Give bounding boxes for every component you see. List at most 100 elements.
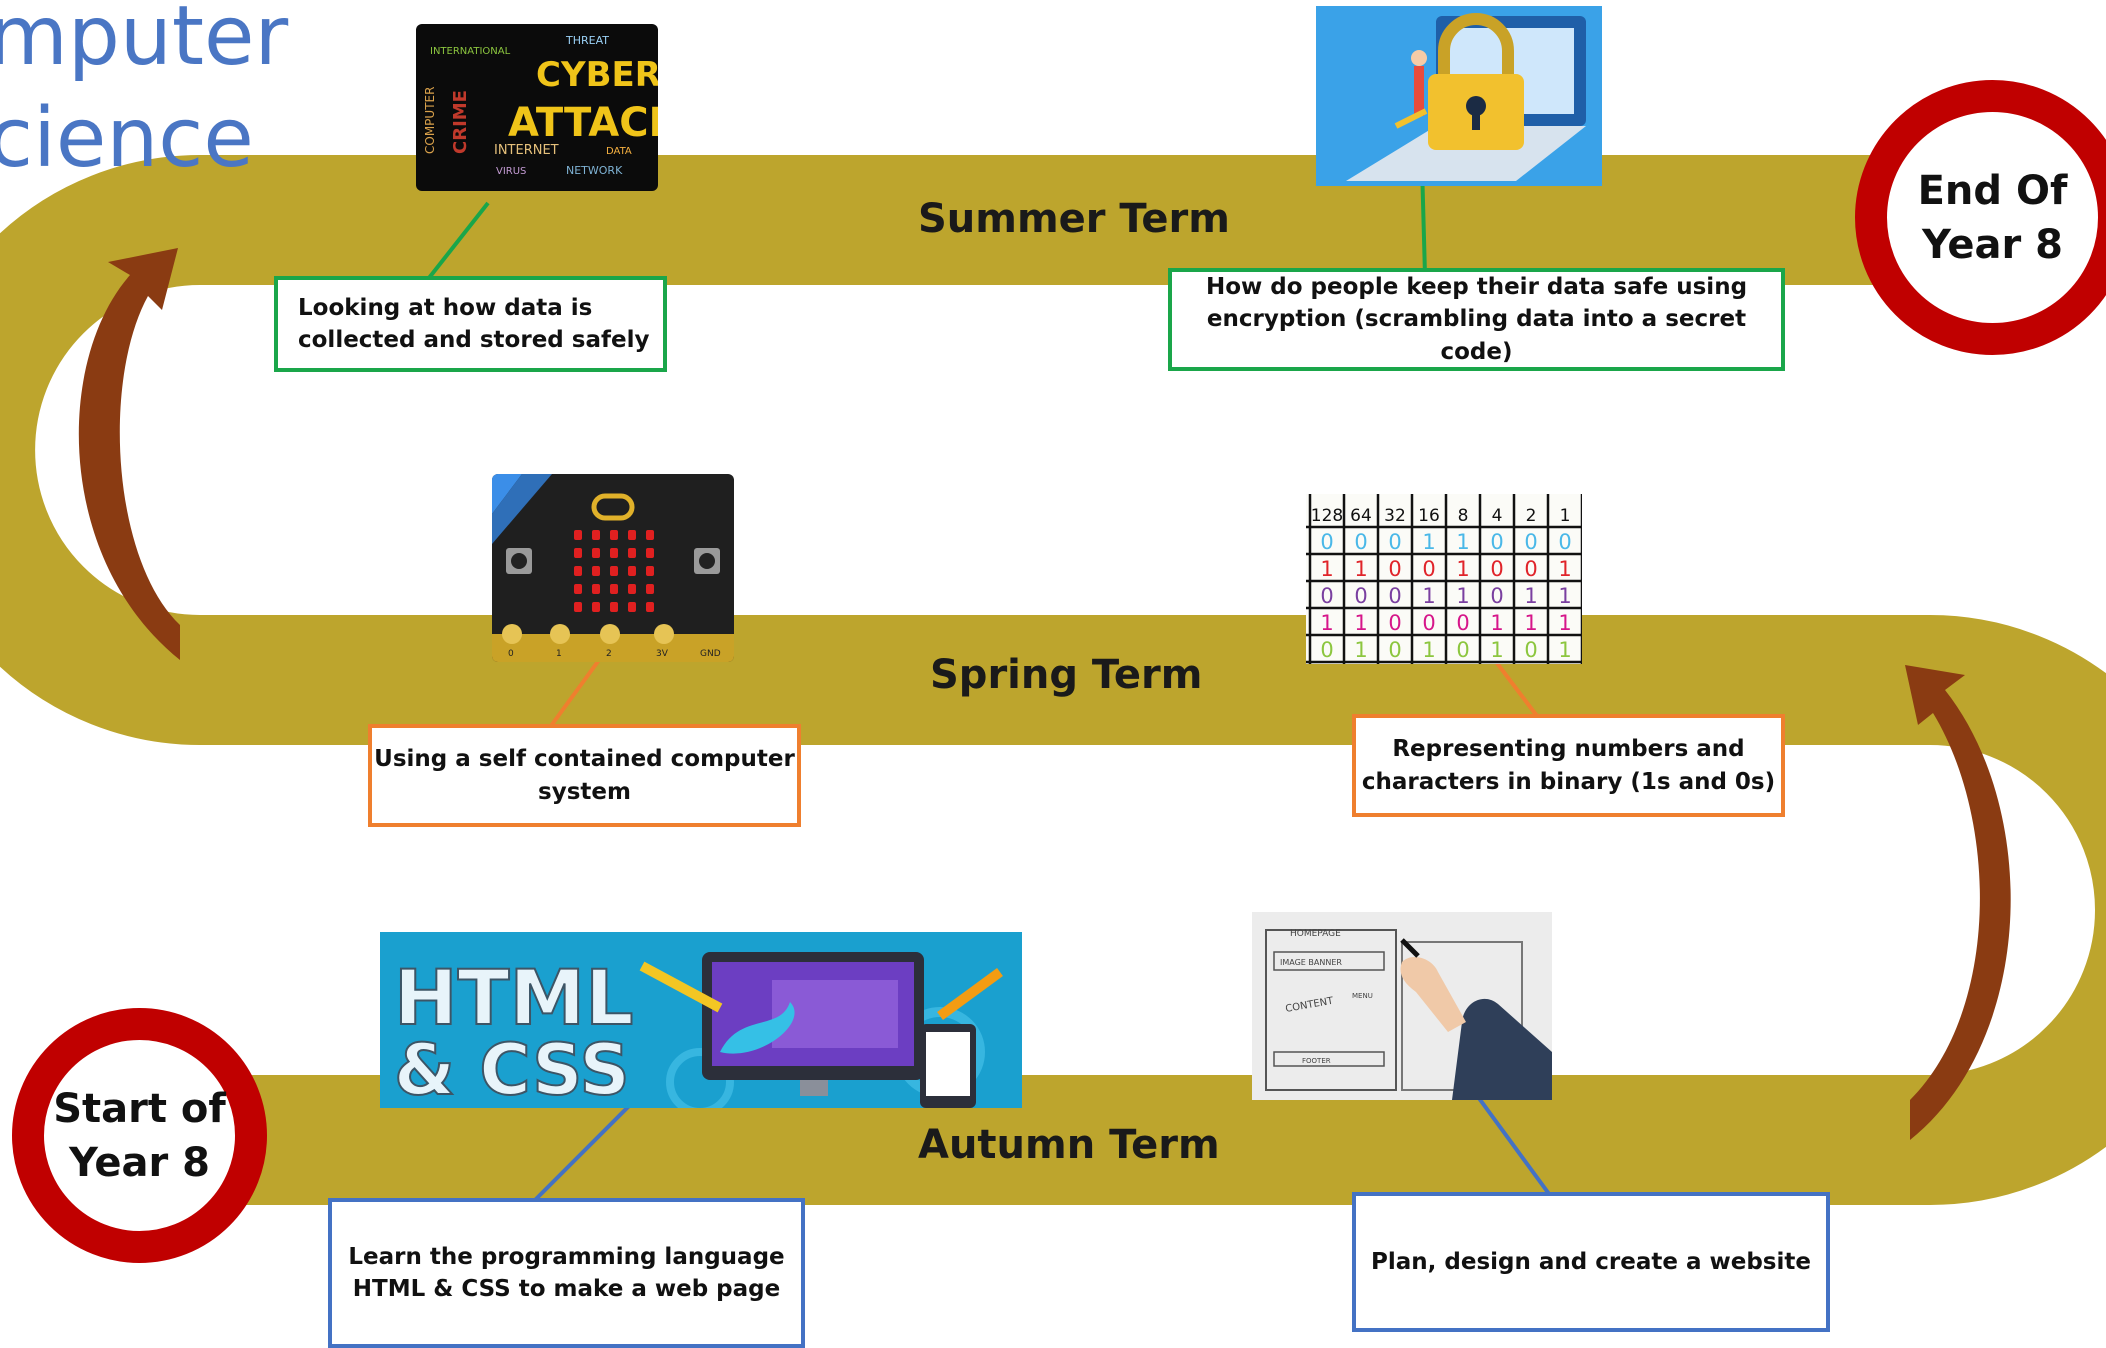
wireframe-page-1 [1265,929,1397,1091]
topic-autumn-1-line-1: Learn the programming language [348,1243,785,1270]
led-3-0 [574,584,582,594]
wireframe-label-2: CONTENT [1285,996,1335,1015]
wireframe-banner [1273,951,1385,971]
binary-digit: 0 [1524,530,1537,554]
encryption-laptop-image [1316,6,1602,186]
cloud-word-5: VIRUS [496,166,526,177]
term-label-summer: Summer Term [918,196,1230,242]
hand-icon [1400,957,1466,1032]
led-1-4 [646,548,654,558]
wireframe-sketch: HOMEPAGE IMAGE BANNER CONTENT MENU FOOTE… [1265,929,1552,1100]
led-3-1 [592,584,600,594]
cloud-word-3: INTERNET [494,143,559,158]
topic-box-summer-2: How do people keep their data safe using… [1168,268,1785,371]
term-label-spring: Spring Term [930,652,1203,698]
binary-digit: 1 [1490,638,1503,662]
led-0-2 [610,530,618,540]
led-4-0 [574,602,582,612]
led-0-1 [592,530,600,540]
led-4-2 [610,602,618,612]
binary-digit: 1 [1456,584,1469,608]
binary-digit: 0 [1320,584,1333,608]
binary-digit: 0 [1388,584,1401,608]
binary-digit: 0 [1354,530,1367,554]
binary-header-1: 64 [1350,506,1372,526]
binary-digit: 0 [1490,584,1503,608]
binary-digit: 1 [1558,611,1571,635]
pencil-icon [937,967,1003,1021]
led-1-3 [628,548,636,558]
topic-spring-2-line-2: characters in binary (1s and 0s) [1361,768,1776,795]
person-figure [1414,66,1424,116]
start-of-year-line-1: Start of [53,1085,226,1132]
topic-box-autumn-2: Plan, design and create a website [1352,1192,1830,1332]
pin-label-0: 0 [508,649,514,659]
binary-digit: 1 [1558,584,1571,608]
left-arrow-icon [78,248,180,660]
keyhole-icon [1466,96,1486,116]
css-word: & CSS [394,1029,630,1108]
microbit-board: 0 1 2 3V GND [492,474,734,662]
binary-digit: 0 [1524,638,1537,662]
term-label-autumn: Autumn Term [918,1122,1220,1168]
cyber-word: CYBER [536,55,658,95]
binary-header-3: 16 [1418,506,1440,526]
binary-digit: 1 [1422,530,1435,554]
button-a-center [511,553,527,569]
binary-header-6: 2 [1526,506,1537,526]
topic-summer-1-line-1: Looking at how data is [298,294,593,321]
topic-spring-2-line-1: Representing numbers and [1392,736,1745,763]
wireframe-footer [1273,1051,1385,1067]
binary-digit: 1 [1558,638,1571,662]
cloud-word-0: INTERNATIONAL [430,46,511,57]
binary-header-5: 4 [1492,506,1503,526]
html-word: HTML [394,953,634,1042]
cyber-attack-wordcloud: INTERNATIONAL COMPUTER CRIME INTERNET TH… [423,34,658,177]
title-line-2: cience [0,91,254,186]
end-of-year-line-1: End Of [1917,167,2068,214]
binary-digit: 0 [1388,557,1401,581]
binary-header-2: 32 [1384,506,1406,526]
gear-icon-small [666,1048,734,1108]
button-b-center [699,553,715,569]
binary-digit: 1 [1456,530,1469,554]
binary-digit: 1 [1558,557,1571,581]
binary-header-0: 128 [1311,506,1343,526]
end-of-year-line-2: Year 8 [1922,221,2063,268]
keyhole-slot [1472,110,1480,130]
binary-digit: 0 [1456,638,1469,662]
binary-digit: 0 [1388,611,1401,635]
binary-digit: 1 [1490,611,1503,635]
binary-digit: 1 [1354,557,1367,581]
board-corner-2 [492,474,552,544]
binary-digit: 0 [1456,611,1469,635]
topic-spring-1-line-1: Using a self contained computer [374,746,795,773]
led-1-2 [610,548,618,558]
cyber-attack-image: INTERNATIONAL COMPUTER CRIME INTERNET TH… [416,24,658,191]
led-2-1 [592,566,600,576]
binary-digit: 1 [1456,557,1469,581]
laptop-keyboard [1346,126,1586,181]
key-icon [1394,108,1428,129]
topic-summer-1-line-2: collected and stored safely [298,327,650,353]
cloud-word-4: THREAT [565,34,609,47]
wireframe-label-0: HOMEPAGE [1290,929,1341,939]
laptop-padlock-illustration [1346,13,1586,181]
pin-label-1: 1 [556,649,562,659]
track-path [0,155,2106,1205]
binary-digit: 1 [1320,611,1333,635]
led-1-0 [574,548,582,558]
pin-0-pad [502,624,522,644]
cloud-word-6: NETWORK [566,164,623,177]
led-2-0 [574,566,582,576]
led-2-2 [610,566,618,576]
cloud-word-2: CRIME [450,90,471,154]
binary-digit: 0 [1490,530,1503,554]
binary-digit: 1 [1524,584,1537,608]
led-0-4 [646,530,654,540]
topic-summer-2-line-2: encryption (scrambling data into a secre… [1206,306,1747,365]
